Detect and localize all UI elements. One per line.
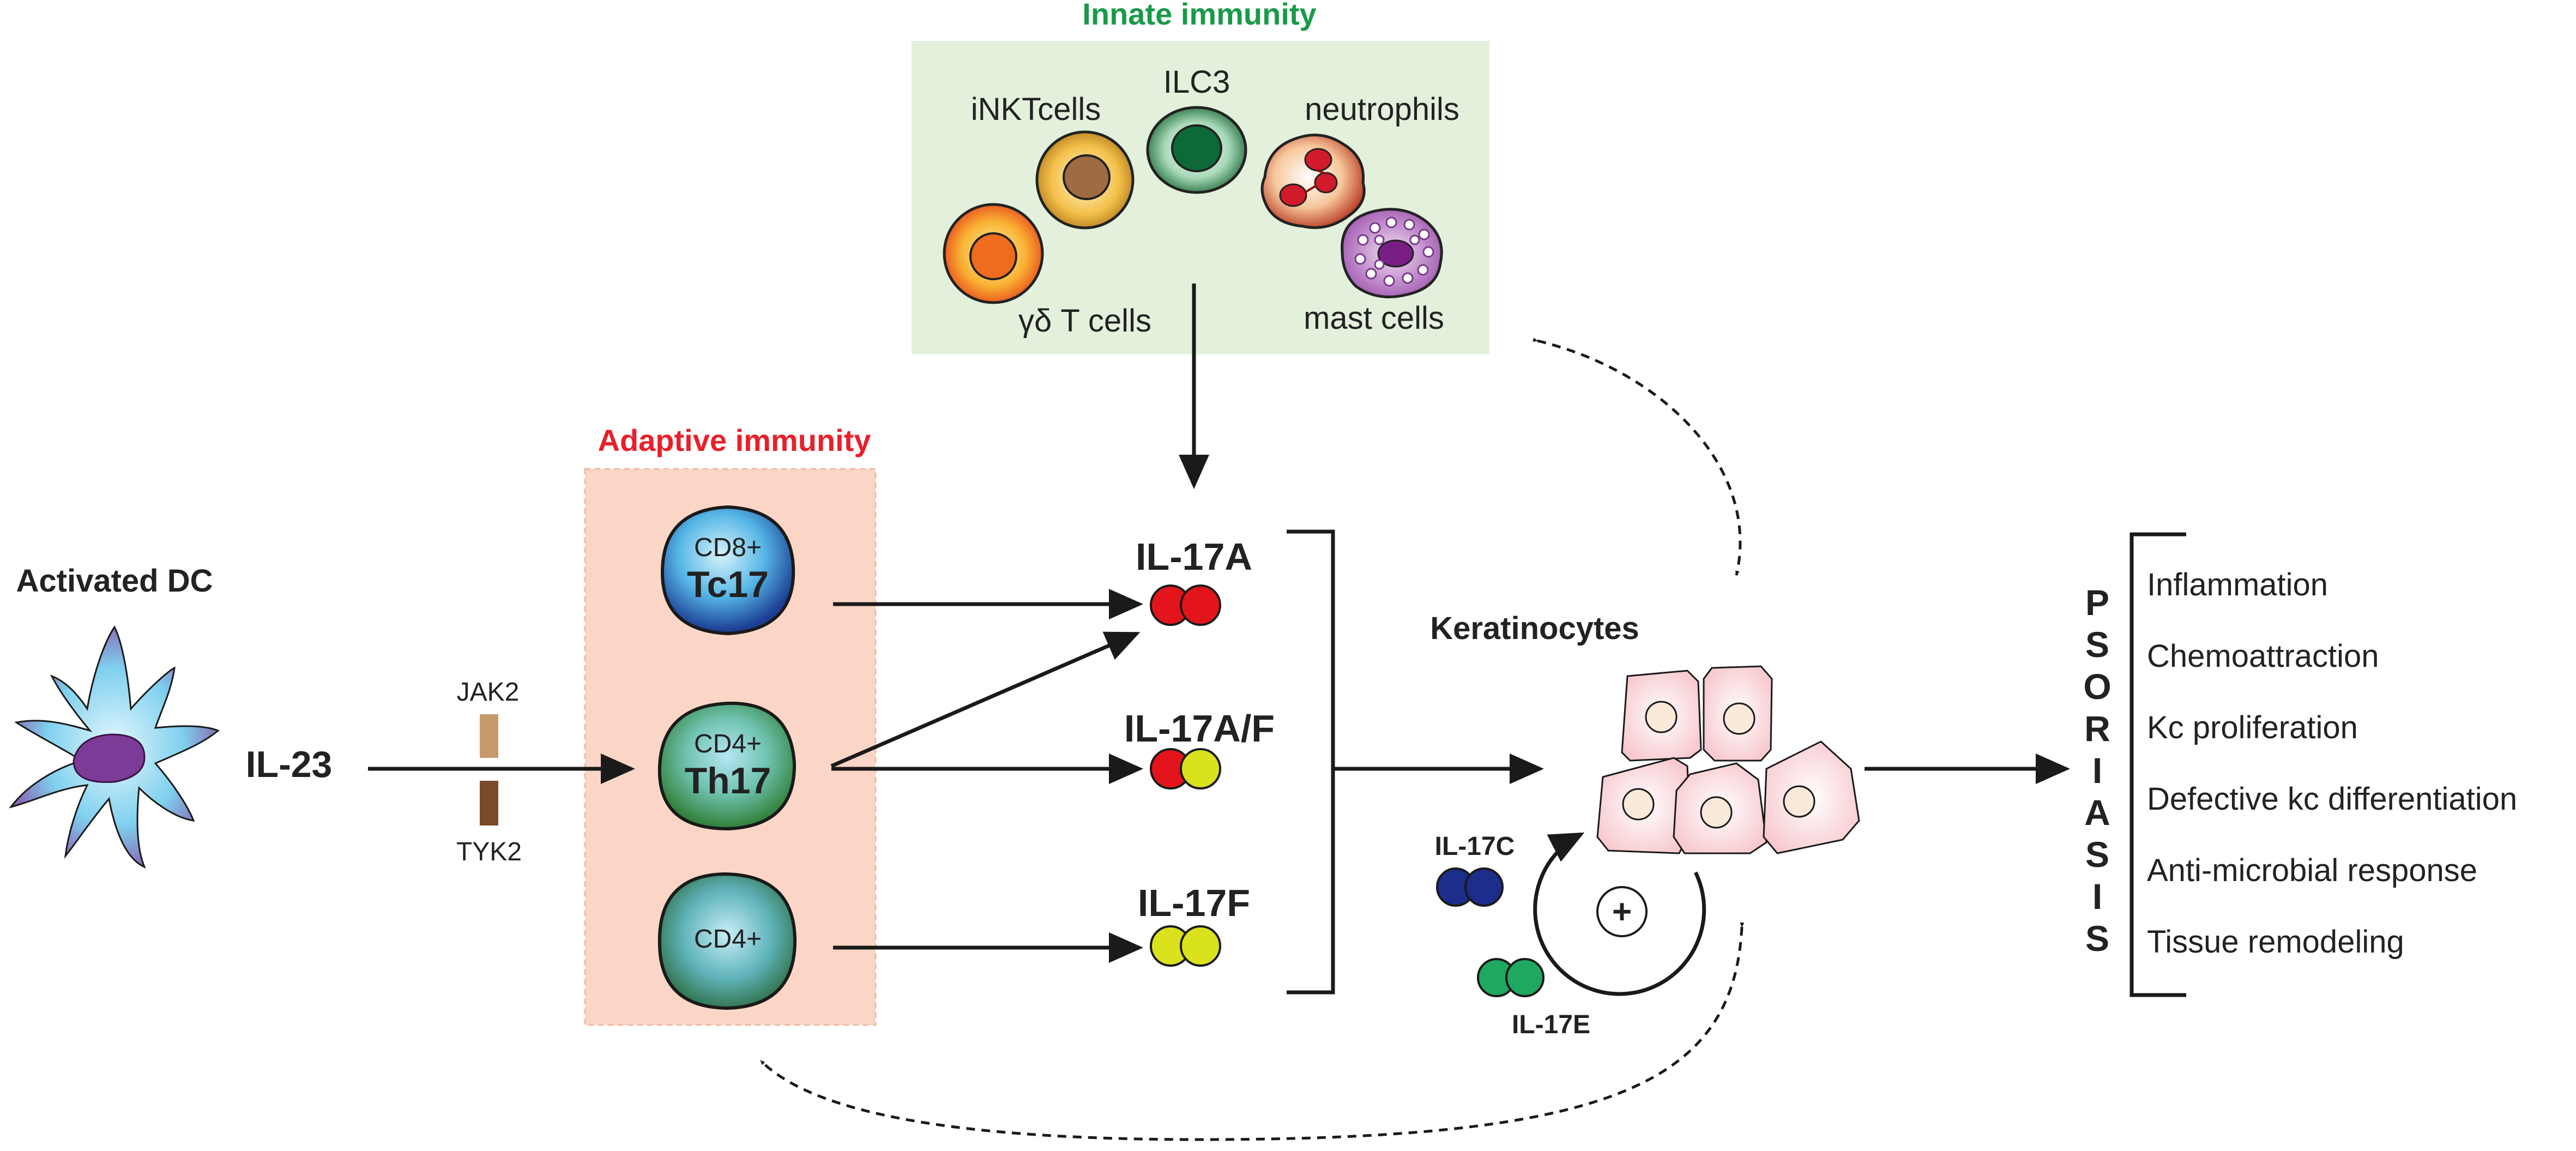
tc17-cell: CD8+ Tc17 xyxy=(660,505,795,636)
psoriasis-letter: S xyxy=(2085,918,2109,959)
il17f-label: IL-17F xyxy=(1138,882,1250,924)
jak2-receptor xyxy=(480,714,498,758)
neutrophil-cell xyxy=(1260,134,1366,229)
mast-cells-label: mast cells xyxy=(1304,300,1444,336)
inkt-label: iNKTcells xyxy=(971,92,1101,127)
psoriasis-bracket xyxy=(2129,532,2140,997)
ilc3-label: ILC3 xyxy=(1163,64,1230,100)
psoriasis-letter: I xyxy=(2092,750,2102,791)
inkt-cell xyxy=(1035,130,1135,230)
il17e-dimer xyxy=(1477,958,1545,997)
th17-label: Th17 xyxy=(685,760,771,802)
psoriasis-effect-item: Tissue remodeling xyxy=(2147,924,2404,960)
psoriasis-letter: S xyxy=(2085,624,2109,665)
cytokine-bracket xyxy=(1287,529,1335,995)
gamma-delta-t-label: γδ T cells xyxy=(1018,303,1151,339)
ilc3-cell xyxy=(1146,106,1247,194)
psoriasis-effect-item: Chemoattraction xyxy=(2147,638,2379,674)
psoriasis-letter: O xyxy=(2083,666,2111,707)
tyk2-receptor xyxy=(480,781,498,825)
cd4-cell: CD4+ xyxy=(657,872,797,1010)
tc17-label: Tc17 xyxy=(687,564,769,605)
adaptive-keratinocyte-feedback-arrow xyxy=(759,922,1745,1141)
il17c-label: IL-17C xyxy=(1435,832,1515,861)
psoriasis-effect-item: Defective kc differentiation xyxy=(2147,781,2517,817)
il17c-dimer xyxy=(1436,867,1504,907)
psoriasis-letter: S xyxy=(2085,834,2109,875)
il17af-dimer xyxy=(1150,748,1221,790)
psoriasis-effect-item: Anti-microbial response xyxy=(2147,853,2477,888)
adaptive-immunity-title: Adaptive immunity xyxy=(598,423,871,457)
psoriasis-letter: P xyxy=(2085,582,2109,623)
il17a-dimer xyxy=(1150,584,1221,626)
il17e-label: IL-17E xyxy=(1512,1010,1590,1039)
gamma-delta-t-cell xyxy=(943,203,1044,304)
innate-keratinocyte-feedback-arrow xyxy=(1533,338,1742,576)
psoriasis-letter: R xyxy=(2084,708,2110,749)
th17-cd4-label: CD4+ xyxy=(694,730,762,758)
keratinocytes-label: Keratinocytes xyxy=(1430,611,1639,646)
th17-to-il17a-arrow xyxy=(830,631,1141,768)
il17f-dimer xyxy=(1150,925,1221,967)
tc17-cd8-label: CD8+ xyxy=(694,533,762,562)
psoriasis-bracket-ends xyxy=(2133,532,2186,997)
tyk2-label: TYK2 xyxy=(456,837,522,866)
keratinocyte-cluster xyxy=(1596,665,1860,854)
neutrophils-label: neutrophils xyxy=(1305,92,1459,127)
il17af-label: IL-17A/F xyxy=(1124,707,1275,750)
th17-cell: CD4+ Th17 xyxy=(657,701,797,831)
dendritic-cell xyxy=(9,625,220,869)
innate-immunity-panel xyxy=(912,41,1489,354)
cd4-label: CD4+ xyxy=(694,925,762,954)
il23-label: IL-23 xyxy=(246,744,333,785)
psoriasis-effect-item: Kc proliferation xyxy=(2147,710,2358,745)
mast-cell xyxy=(1341,208,1443,298)
activated-dc-label: Activated DC xyxy=(16,563,213,599)
jak2-label: JAK2 xyxy=(457,678,520,707)
innate-immunity-title: Innate immunity xyxy=(1082,0,1316,31)
positive-loop-sign: + xyxy=(1612,893,1632,931)
il17a-label: IL-17A xyxy=(1136,535,1252,578)
psoriasis-effect-item: Inflammation xyxy=(2147,567,2328,602)
psoriasis-letter: A xyxy=(2084,792,2110,833)
psoriasis-letter: I xyxy=(2092,876,2102,917)
